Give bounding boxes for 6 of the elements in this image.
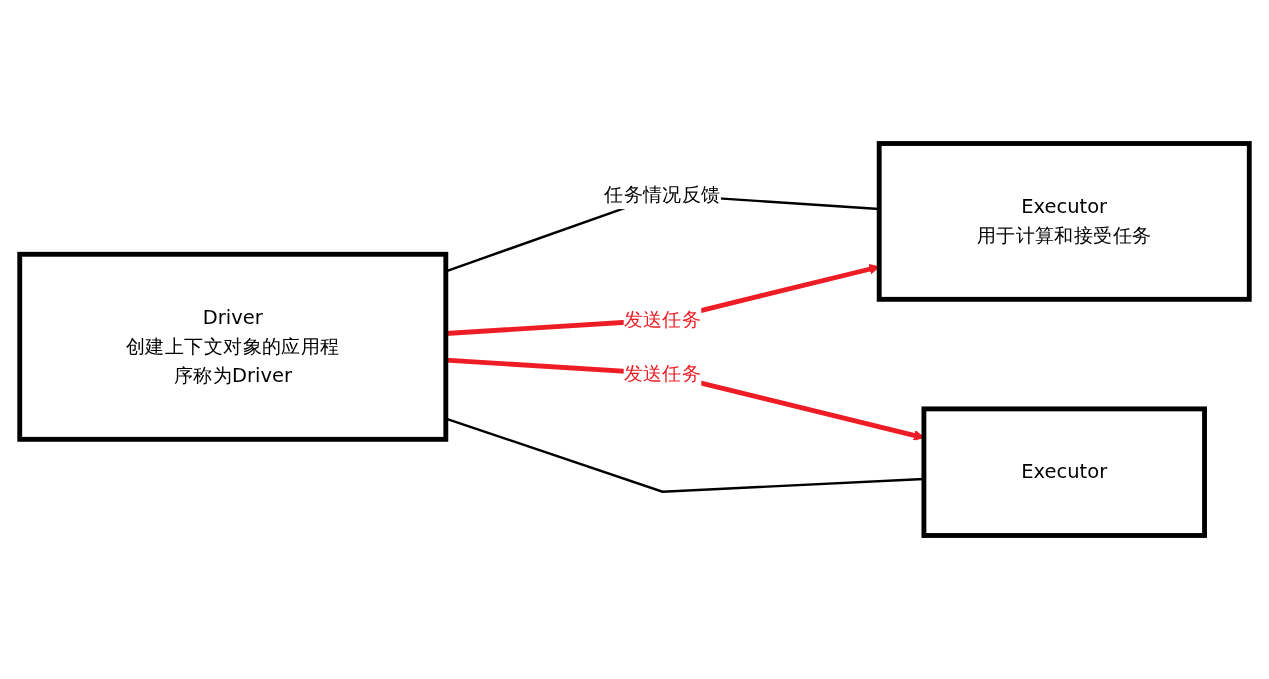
edge-label: 发送任务 (623, 361, 702, 385)
node-box: Executor 用于计算和接受任务 (876, 141, 1252, 302)
node-box: Executor (921, 406, 1207, 538)
edge-label: 发送任务 (623, 307, 702, 331)
node-box: Driver 创建上下文对象的应用程序称为Driver (17, 251, 449, 442)
edge-label: 任务情况反馈 (604, 182, 721, 206)
